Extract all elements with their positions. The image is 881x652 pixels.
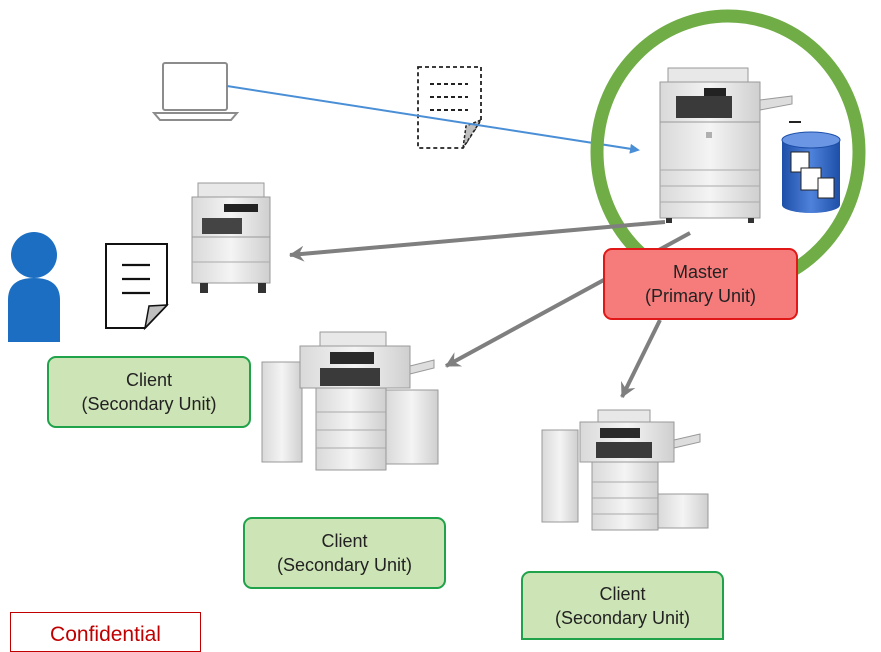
client-printer-3-icon	[541, 409, 709, 531]
client-label-3-line2: (Secondary Unit)	[554, 607, 691, 628]
send-job-arrow	[226, 85, 640, 154]
master-label-line2: (Primary Unit)	[645, 286, 756, 306]
printed-document-icon	[105, 243, 169, 331]
print-job-document-icon	[417, 66, 483, 149]
database-icon	[781, 121, 841, 213]
client-label-2-line1: Client	[321, 531, 368, 551]
master-label-line1: Master	[672, 262, 728, 282]
client-label-1-line1: Client	[125, 370, 173, 390]
user-icon	[8, 232, 60, 342]
arrow-to-client-1	[289, 220, 666, 262]
client-printer-1-icon	[191, 182, 271, 293]
client-label-2: Client (Secondary Unit)	[243, 517, 446, 589]
client-label-3: Client (Secondary Unit)	[521, 571, 724, 640]
laptop-icon	[151, 62, 240, 121]
client-label-2-line2: (Secondary Unit)	[276, 555, 413, 575]
arrow-to-client-3	[620, 319, 662, 398]
client-label-3-line1: Client	[599, 583, 646, 604]
client-label-1-line2: (Secondary Unit)	[81, 394, 217, 414]
client-label-1: Client (Secondary Unit)	[47, 356, 251, 428]
master-printer-icon	[659, 67, 793, 223]
confidential-stamp: Confidential	[10, 612, 201, 652]
master-label: Master (Primary Unit)	[603, 248, 798, 320]
client-printer-2-icon	[261, 331, 439, 471]
